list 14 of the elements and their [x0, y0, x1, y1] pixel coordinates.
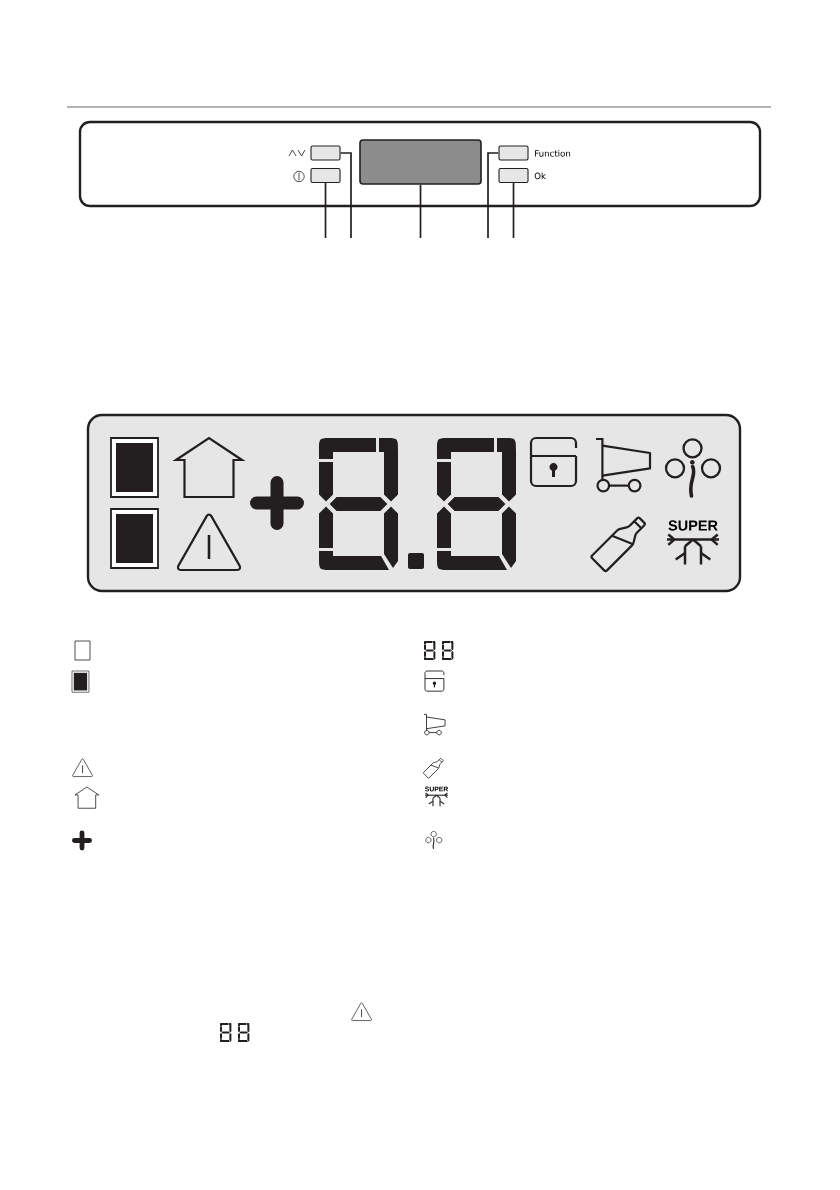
push-button: [498, 145, 529, 161]
leader-line: [324, 182, 327, 239]
leader-line: [419, 183, 422, 239]
icon-caption: SUPER: [668, 520, 718, 531]
leader-line: [512, 182, 515, 239]
push-button: [498, 167, 529, 184]
side-label: Function: [535, 150, 571, 157]
leader-line: [339, 152, 352, 239]
push-button: [310, 145, 341, 161]
display-window: [359, 139, 482, 185]
push-button: [310, 167, 341, 184]
leader-line: [487, 152, 500, 239]
side-label: Ok: [534, 172, 546, 180]
control-panel: [78, 120, 762, 208]
